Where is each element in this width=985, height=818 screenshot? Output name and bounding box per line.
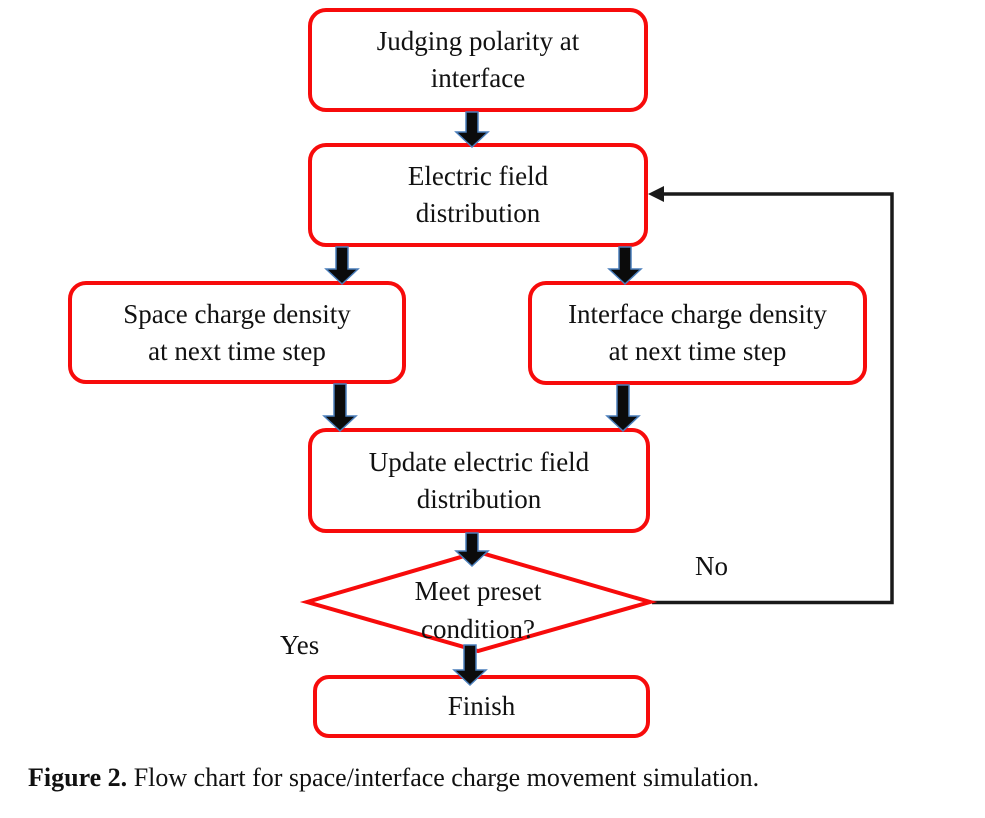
yes-edge-label: Yes	[280, 630, 320, 660]
figure-caption-text: Flow chart for space/interface charge mo…	[127, 763, 760, 792]
arrow-update-to-decision-icon	[454, 532, 490, 568]
arrow-field-to-interface-icon	[607, 246, 643, 286]
arrow-space-to-update-icon	[322, 383, 358, 433]
node-judging-polarity-label: Judging polarity at interface	[376, 26, 580, 93]
node-space-charge-label: Space charge density at next time step	[123, 298, 351, 366]
figure-caption: Figure 2. Flow chart for space/interface…	[28, 762, 968, 794]
arrow-field-to-space-icon	[324, 246, 360, 286]
node-interface-charge-label: Interface charge density at next time st…	[568, 299, 827, 366]
arrow-interface-to-update-icon	[605, 384, 641, 433]
node-finish: Finish	[313, 675, 650, 738]
node-update-field-label: Update electric field distribution	[368, 446, 590, 514]
no-edge-label: No	[695, 551, 728, 581]
decision-diamond-label: Meet preset condition?	[414, 576, 542, 644]
node-judging-polarity: Judging polarity at interface	[308, 8, 648, 112]
figure-caption-number: Figure 2.	[28, 763, 128, 792]
node-interface-charge: Interface charge density at next time st…	[528, 281, 867, 385]
node-space-charge: Space charge density at next time step	[68, 281, 406, 384]
arrow-judging-to-field-icon	[454, 111, 490, 149]
node-electric-field-label: Electric field distribution	[407, 161, 549, 228]
no-loop-line	[652, 192, 894, 605]
node-electric-field: Electric field distribution	[308, 143, 648, 247]
node-finish-label: Finish	[447, 691, 516, 721]
node-update-field: Update electric field distribution	[308, 428, 650, 533]
no-loop-arrowhead-icon	[648, 186, 664, 202]
